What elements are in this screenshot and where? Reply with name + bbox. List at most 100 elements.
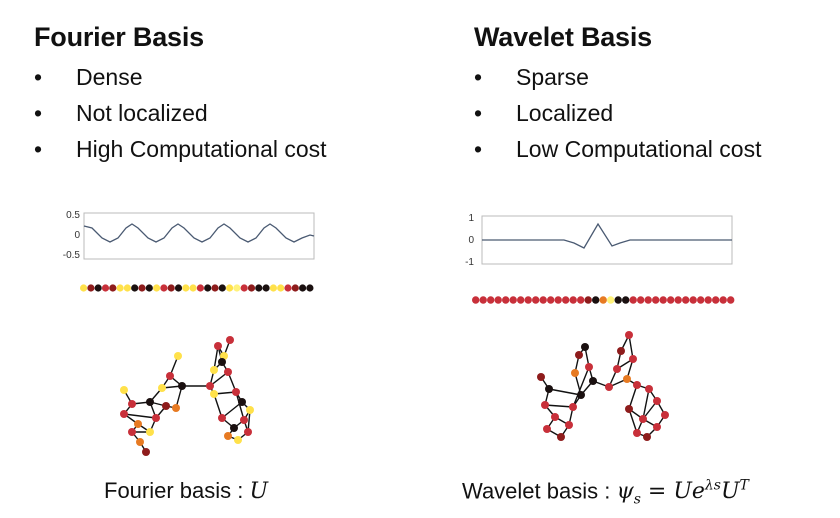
graph-node bbox=[551, 413, 559, 421]
graph-node bbox=[240, 416, 248, 424]
graph-node bbox=[238, 398, 246, 406]
wavelet-bullet-cost: •Low Computational cost bbox=[474, 131, 840, 167]
signal-dot bbox=[674, 296, 682, 304]
bullet-icon: • bbox=[34, 136, 43, 162]
graph-node bbox=[224, 432, 232, 440]
ytick-label: 1 bbox=[468, 213, 474, 224]
graph-node bbox=[557, 433, 565, 441]
graph-edge bbox=[213, 393, 223, 419]
signal-dot bbox=[569, 296, 577, 304]
signal-dot bbox=[517, 296, 525, 304]
graph-node bbox=[543, 425, 551, 433]
graph-node bbox=[172, 404, 180, 412]
graph-node bbox=[146, 428, 154, 436]
graph-node bbox=[166, 372, 174, 380]
graph-node bbox=[617, 347, 625, 355]
graph-node bbox=[224, 368, 232, 376]
graph-node bbox=[120, 410, 128, 418]
signal-dot bbox=[138, 284, 146, 292]
signal-dot bbox=[80, 284, 88, 292]
signal-dot bbox=[240, 284, 248, 292]
graph-node bbox=[589, 377, 597, 385]
signal-dot bbox=[182, 284, 190, 292]
signal-dot bbox=[123, 284, 131, 292]
fourier-bullet-dense: •Dense bbox=[34, 59, 424, 95]
signal-dot bbox=[592, 296, 600, 304]
fourier-title: Fourier Basis bbox=[34, 22, 204, 52]
fourier-signal-dot-strip bbox=[80, 284, 314, 292]
graph-node bbox=[577, 391, 585, 399]
fourier-caption-formula: U bbox=[249, 479, 269, 504]
signal-dot bbox=[562, 296, 570, 304]
signal-dot bbox=[524, 296, 532, 304]
signal-dot bbox=[704, 296, 712, 304]
bullet-icon: • bbox=[474, 136, 483, 162]
graph-node bbox=[158, 384, 166, 392]
wavelet-bullet-sparse: •Sparse bbox=[474, 59, 840, 95]
wavelet-caption: Wavelet basis : ψs = UeλsUT bbox=[462, 478, 749, 508]
ytick-label: 0.5 bbox=[66, 210, 80, 221]
graph-node bbox=[629, 355, 637, 363]
graph-node bbox=[633, 381, 641, 389]
wavelet-signal-line bbox=[482, 222, 732, 249]
graph-node bbox=[585, 363, 593, 371]
signal-dot bbox=[153, 284, 161, 292]
signal-dot bbox=[689, 296, 697, 304]
signal-dot bbox=[644, 296, 652, 304]
graph-node bbox=[142, 448, 150, 456]
graph-node bbox=[120, 386, 128, 394]
signal-dot bbox=[712, 296, 720, 304]
graph-node bbox=[214, 342, 222, 350]
signal-dot bbox=[479, 296, 487, 304]
graph-node bbox=[541, 401, 549, 409]
signal-dot bbox=[284, 284, 292, 292]
graph-node bbox=[244, 428, 252, 436]
fourier-signal-plot: 0.5 0 -0.5 bbox=[63, 210, 315, 261]
graph-node bbox=[645, 385, 653, 393]
graph-node bbox=[537, 373, 545, 381]
graph-edge bbox=[628, 408, 638, 434]
graph-node bbox=[571, 369, 579, 377]
signal-dot bbox=[532, 296, 540, 304]
ytick-label: -0.5 bbox=[63, 250, 81, 261]
signal-dot bbox=[247, 284, 256, 292]
wavelet-caption-formula: ψs = UeλsUT bbox=[616, 478, 749, 508]
signal-dot bbox=[494, 296, 502, 304]
fourier-graph-diagram bbox=[120, 336, 254, 456]
signal-dot bbox=[226, 284, 234, 292]
graph-node bbox=[162, 402, 170, 410]
signal-dot bbox=[299, 284, 307, 292]
signal-dot bbox=[554, 296, 562, 304]
signal-dot bbox=[116, 284, 124, 292]
graph-node bbox=[575, 351, 583, 359]
signal-dot bbox=[652, 296, 660, 304]
wavelet-bullet-list: •Sparse •Localized •Low Computational co… bbox=[474, 59, 840, 167]
signal-dot bbox=[727, 296, 735, 304]
signal-dot bbox=[622, 296, 630, 304]
signal-dot bbox=[682, 296, 690, 304]
fourier-caption-label: Fourier basis : bbox=[104, 478, 244, 503]
graph-node bbox=[581, 343, 589, 351]
signal-dot bbox=[204, 284, 212, 292]
graph-edge bbox=[221, 401, 243, 419]
signal-dot bbox=[659, 296, 667, 304]
signal-dot bbox=[509, 296, 517, 304]
signal-dot bbox=[277, 284, 285, 292]
signal-dot bbox=[94, 284, 102, 292]
graph-node bbox=[661, 411, 669, 419]
wavelet-section: Wavelet Basis •Sparse •Localized •Low Co… bbox=[474, 0, 840, 167]
signal-dot bbox=[87, 284, 95, 292]
graph-node bbox=[152, 414, 160, 422]
signal-dot bbox=[697, 296, 705, 304]
signal-dot bbox=[487, 296, 495, 304]
signal-dot bbox=[719, 296, 727, 304]
graph-node bbox=[625, 331, 633, 339]
signal-dot bbox=[145, 284, 153, 292]
graph-node bbox=[653, 423, 661, 431]
bullet-icon: • bbox=[474, 64, 483, 90]
fourier-signal-line bbox=[83, 223, 315, 243]
graph-node bbox=[653, 397, 661, 405]
signal-dot bbox=[539, 296, 547, 304]
graph-node bbox=[128, 400, 136, 408]
signal-dot bbox=[667, 296, 675, 304]
